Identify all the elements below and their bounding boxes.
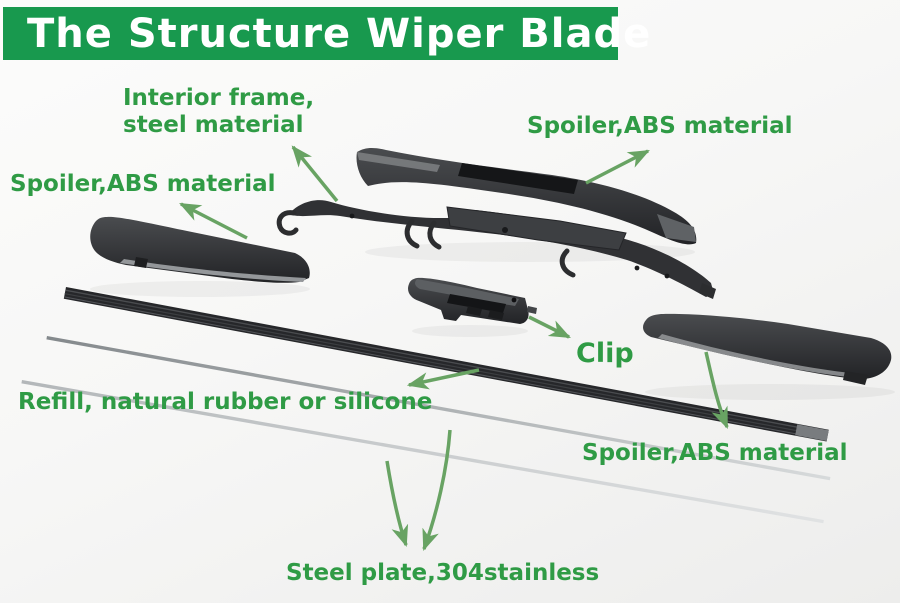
page-title: The Structure Wiper Blade	[27, 10, 652, 57]
arrow-spoiler-bottom-right	[704, 351, 729, 430]
label-interior-frame: Interior frame, steel material	[123, 85, 314, 139]
label-line: Interior frame,	[123, 85, 315, 111]
title-banner: The Structure Wiper Blade	[3, 7, 650, 60]
label-line: steel material	[123, 112, 304, 138]
right-spoiler-part	[643, 313, 892, 385]
steel-plate-2	[21, 380, 824, 524]
steel-plate-1	[46, 336, 831, 481]
arrow-steel-plate-left	[385, 460, 409, 548]
arrow-spoiler-top-right	[585, 149, 650, 185]
left-spoiler-part	[90, 216, 310, 283]
label-steel-plate: Steel plate,304stainless	[286, 560, 600, 586]
arrow-clip	[528, 315, 571, 339]
label-refill: Refill, natural rubber or silicone	[18, 389, 433, 415]
label-spoiler-bottom-right: Spoiler,ABS material	[582, 440, 848, 466]
arrow-interior-frame	[291, 145, 339, 203]
rubber-refill-part	[63, 287, 829, 442]
annotation-arrows	[179, 145, 729, 552]
arrow-spoiler-left	[179, 202, 248, 240]
label-spoiler-top-right: Spoiler,ABS material	[527, 113, 793, 139]
interior-frame-part	[276, 200, 716, 299]
arrow-refill	[406, 368, 480, 390]
top-spoiler-part	[356, 147, 697, 245]
clip-part	[408, 277, 537, 324]
arrow-steel-plate-right	[422, 429, 452, 552]
label-clip: Clip	[576, 338, 634, 369]
label-spoiler-left: Spoiler,ABS material	[10, 171, 276, 197]
